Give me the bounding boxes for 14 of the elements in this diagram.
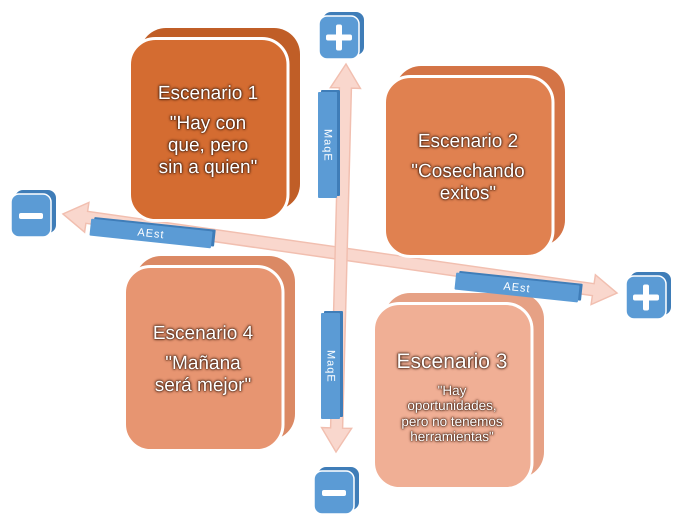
- scenario-box: [123, 256, 295, 452]
- axis-label: MaqE: [321, 313, 340, 419]
- scenario-title: Escenario 4: [152, 323, 254, 346]
- scenario-box: [372, 293, 544, 490]
- scenario-quote: "Hay oportunidades, pero no tenemos herramientas": [400, 382, 504, 445]
- scenario-quote: "Cosechando exitos": [410, 161, 526, 205]
- scenario-quote: "Mañana será mejor": [154, 353, 252, 397]
- axis-label: MaqE: [318, 92, 337, 198]
- scenario-box: [128, 28, 300, 222]
- scenario-title: Escenario 3: [396, 350, 508, 375]
- scenario-box: [383, 66, 565, 258]
- scenario-quote: "Hay con que, pero sin a quien": [158, 113, 258, 179]
- scenario-title: Escenario 1: [158, 83, 258, 106]
- scenario-title: Escenario 2: [418, 131, 518, 154]
